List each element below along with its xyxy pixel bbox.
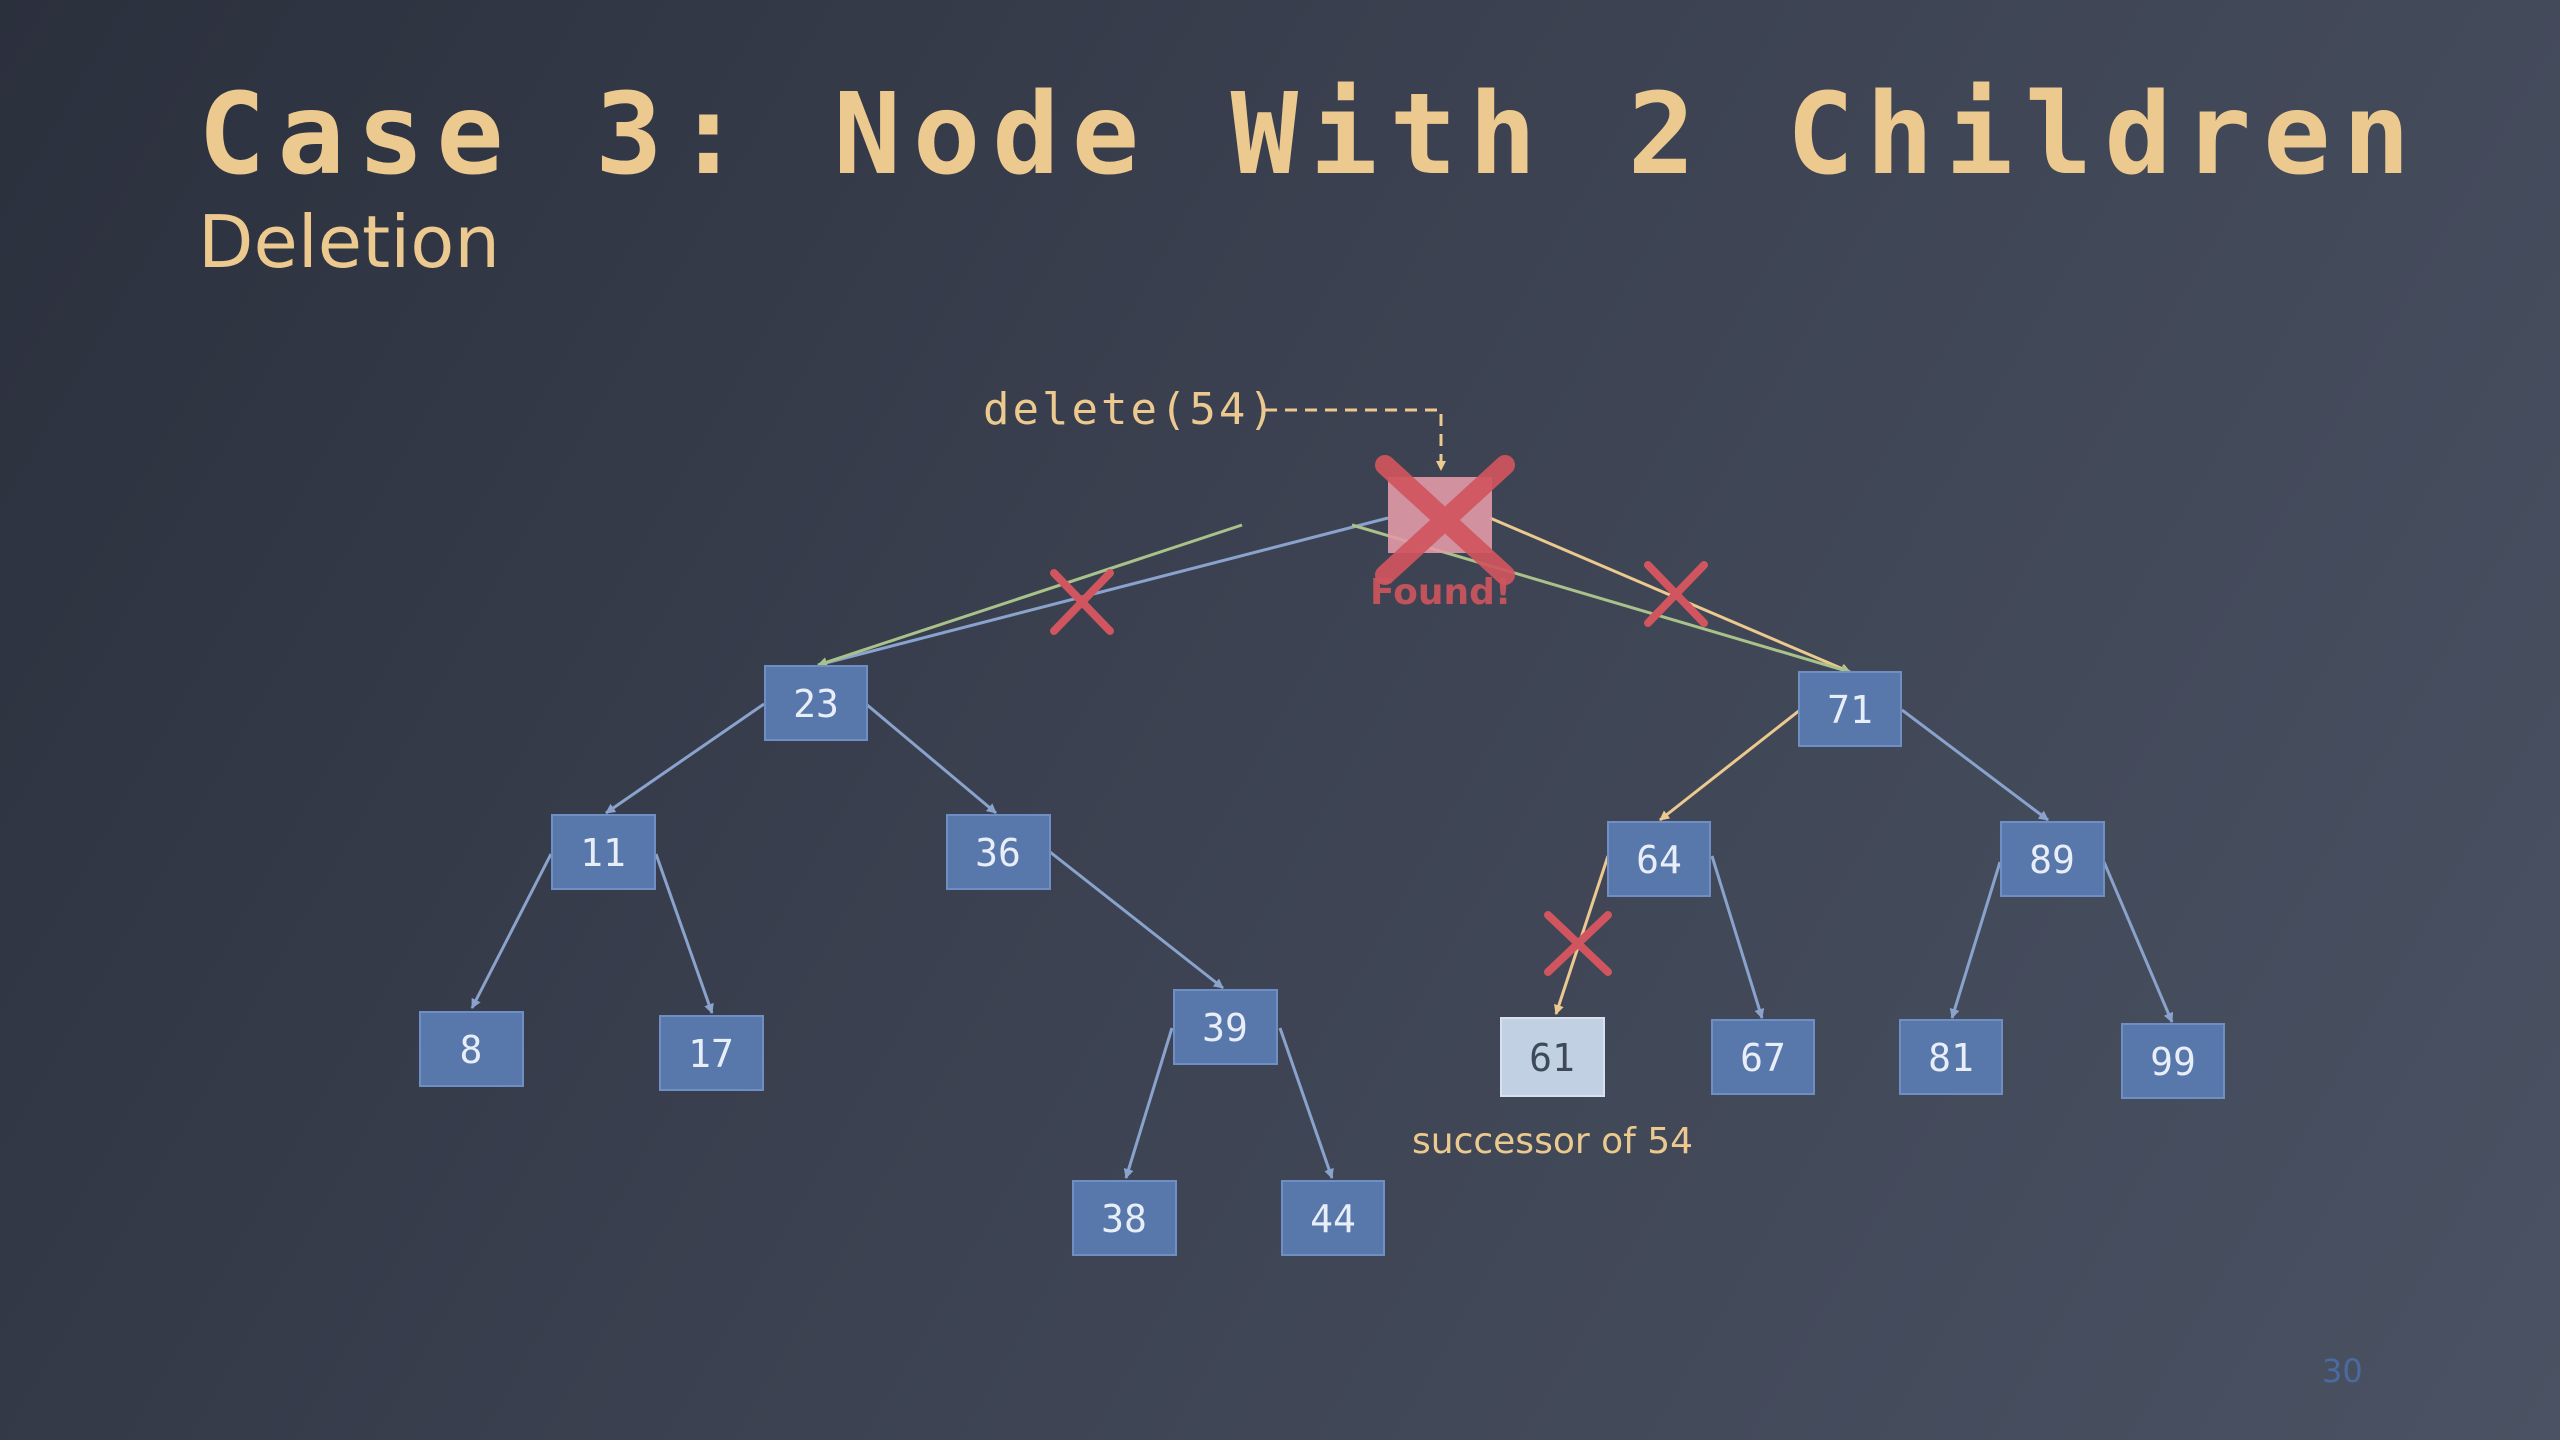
cut-edge-successor-icon <box>1544 911 1612 976</box>
edge-23-11 <box>605 702 765 815</box>
node-99: 99 <box>2121 1023 2225 1099</box>
node-67: 67 <box>1711 1019 1815 1095</box>
node-64: 64 <box>1607 821 1711 897</box>
node-38: 38 <box>1072 1180 1177 1256</box>
node-71-label: 71 <box>1827 688 1873 732</box>
node-64-label: 64 <box>1636 838 1682 882</box>
node-11-label: 11 <box>580 831 626 875</box>
node-17-label: 17 <box>688 1032 734 1076</box>
node-23-label: 23 <box>793 682 839 726</box>
node-36: 36 <box>946 814 1051 890</box>
node-89: 89 <box>2000 821 2105 897</box>
node-99-label: 99 <box>2150 1040 2196 1084</box>
node-8: 8 <box>419 1011 524 1087</box>
node-61-label: 61 <box>1529 1036 1575 1080</box>
edge-23-36 <box>865 702 997 815</box>
edge-11-8 <box>470 853 553 1009</box>
node-67-label: 67 <box>1740 1036 1786 1080</box>
node-39-label: 39 <box>1202 1006 1248 1050</box>
edge-64-67 <box>1710 855 1765 1019</box>
node-38-label: 38 <box>1101 1197 1147 1241</box>
node-81-label: 81 <box>1928 1036 1974 1080</box>
edge-39-44 <box>1278 1027 1334 1179</box>
edge-71-64 <box>1659 708 1801 822</box>
found-label: Found! <box>1370 572 1511 613</box>
node-8-label: 8 <box>460 1028 483 1072</box>
node-36-label: 36 <box>975 831 1021 875</box>
edge-71-89 <box>1901 708 2049 822</box>
node-44-label: 44 <box>1310 1197 1356 1241</box>
node-39: 39 <box>1173 989 1278 1065</box>
cut-edge-right-icon <box>1644 561 1708 627</box>
edge-11-17 <box>654 853 714 1014</box>
node-11: 11 <box>551 814 656 890</box>
node-17: 17 <box>659 1015 764 1091</box>
successor-label: successor of 54 <box>1412 1121 1693 1162</box>
node-44: 44 <box>1281 1180 1385 1256</box>
delete-cross-icon <box>1375 455 1515 585</box>
node-71: 71 <box>1798 671 1902 747</box>
delete-pointer <box>1265 408 1446 471</box>
node-81: 81 <box>1899 1019 2003 1095</box>
edge-root-23 <box>817 516 1389 668</box>
edge-89-81 <box>1949 861 2002 1019</box>
delete-call-label: delete(54) <box>983 384 1278 435</box>
page-title: Case 3: Node With 2 Children <box>198 70 2423 200</box>
cut-edge-left-icon <box>1050 569 1114 635</box>
node-23: 23 <box>764 665 868 741</box>
page-subtitle: Deletion <box>198 200 500 284</box>
node-61-successor: 61 <box>1500 1017 1605 1097</box>
edge-39-38 <box>1123 1027 1174 1179</box>
edge-36-39 <box>1049 850 1224 990</box>
node-89-label: 89 <box>2029 838 2075 882</box>
edge-89-99 <box>2102 861 2174 1023</box>
page-number: 30 <box>2322 1352 2363 1390</box>
edge-green-23 <box>817 523 1243 667</box>
